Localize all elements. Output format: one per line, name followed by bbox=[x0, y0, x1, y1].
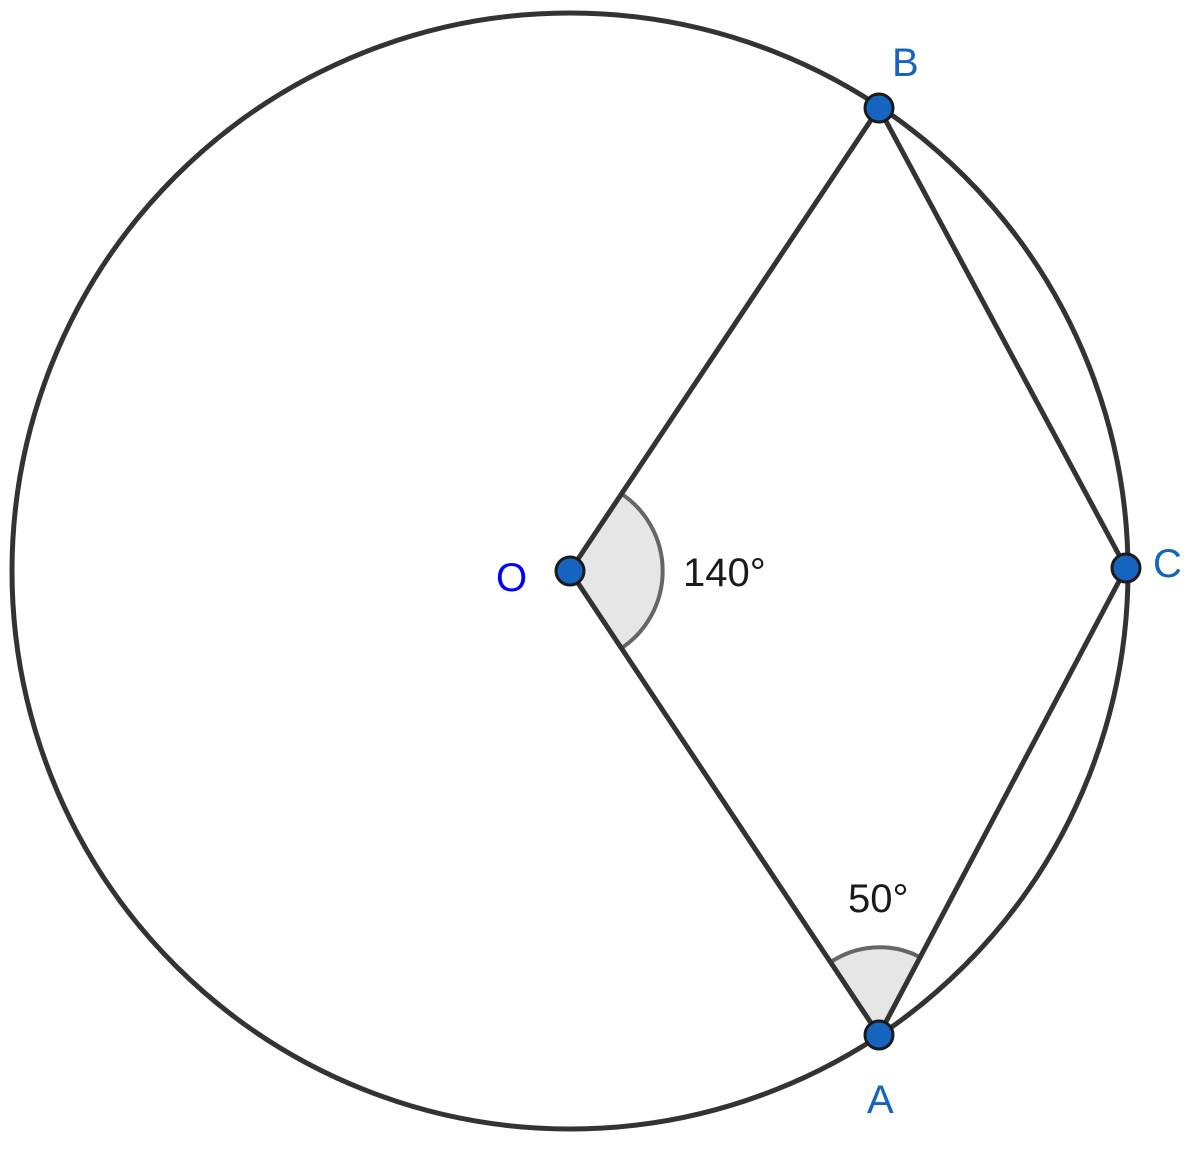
point-c[interactable] bbox=[1110, 552, 1142, 584]
point-label-b: B bbox=[892, 41, 919, 85]
angle-oac-arc bbox=[828, 945, 920, 965]
point-label-a: A bbox=[867, 1078, 894, 1122]
point-b[interactable] bbox=[863, 92, 895, 124]
angle-aob-sector bbox=[570, 494, 663, 648]
angle-label-oac: 50° bbox=[848, 877, 909, 921]
point-label-c: C bbox=[1153, 542, 1182, 586]
point-label-o: O bbox=[496, 556, 527, 600]
point-a[interactable] bbox=[863, 1019, 895, 1051]
segment-oa bbox=[567, 569, 882, 1037]
segment-bc bbox=[876, 106, 1129, 570]
angle-aob-arc bbox=[621, 492, 665, 650]
segment-ob bbox=[567, 106, 882, 573]
angle-label-aob: 140° bbox=[683, 551, 766, 595]
angle-oac-sector bbox=[829, 947, 919, 1035]
segment-ac bbox=[876, 566, 1129, 1037]
point-o[interactable] bbox=[554, 555, 586, 587]
